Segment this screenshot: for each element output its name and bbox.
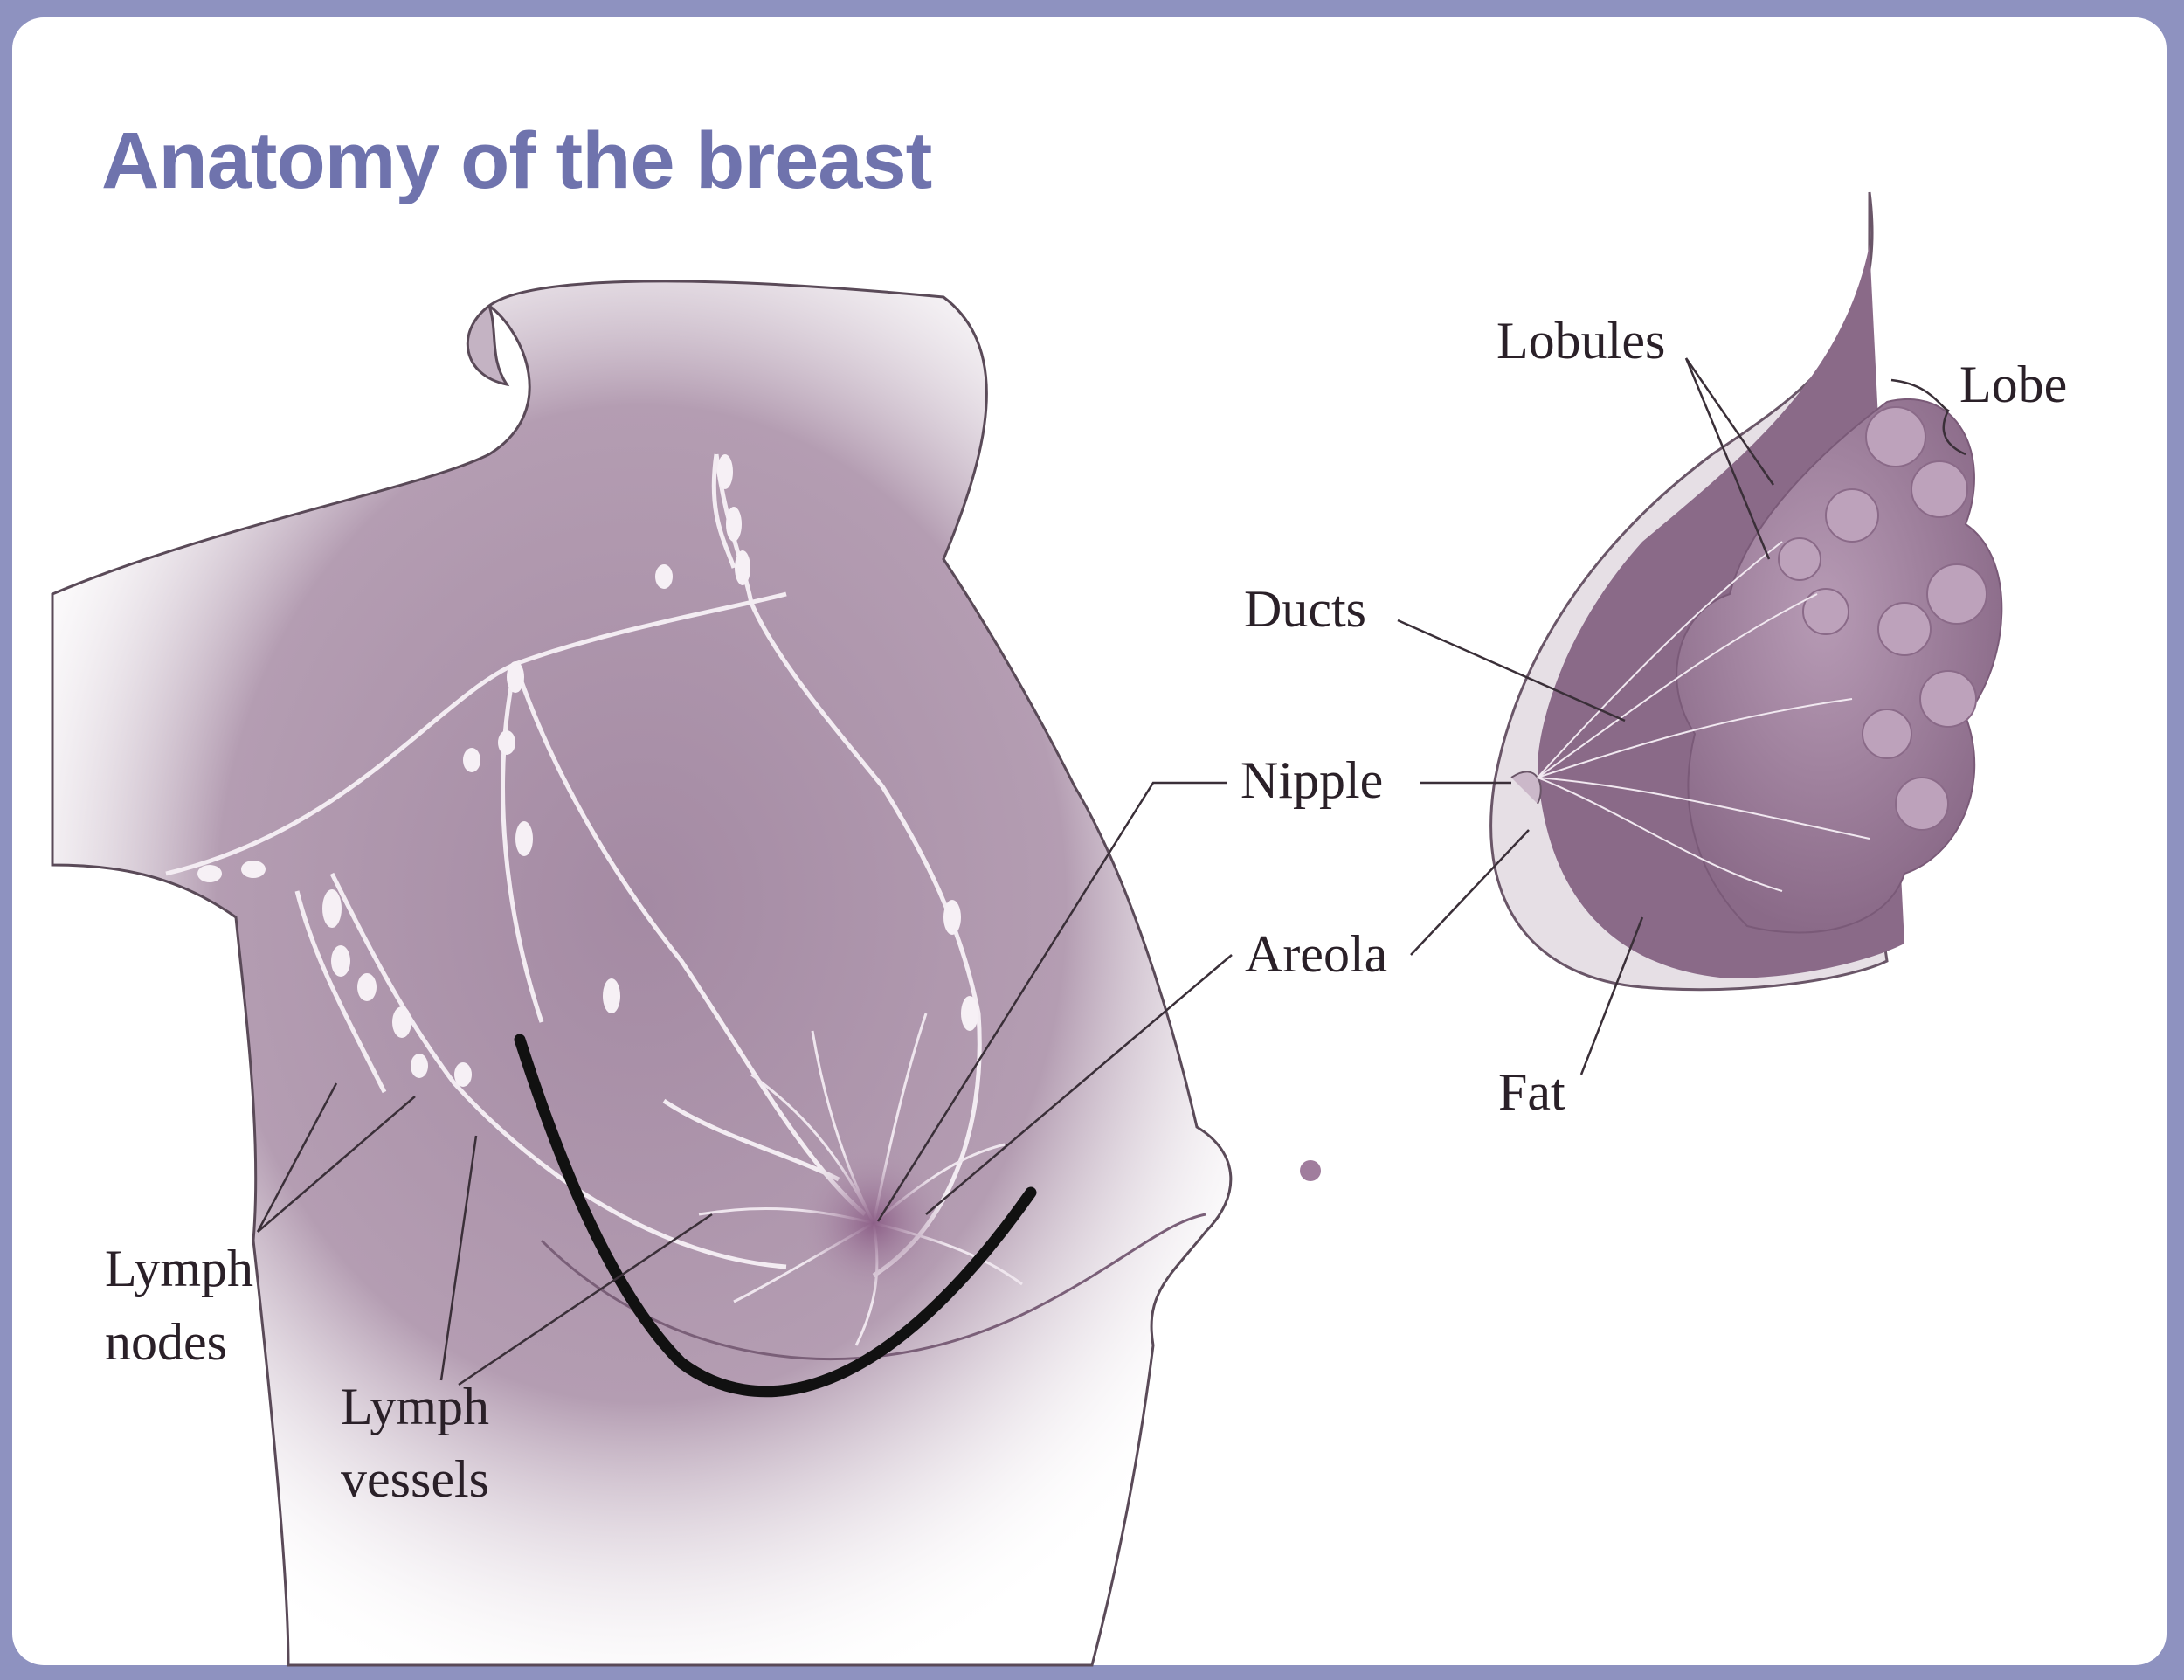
annotation-curve <box>514 1034 1037 1398</box>
label-lobules: Lobules <box>1496 312 1665 370</box>
lymph-vessels <box>165 453 982 1278</box>
page-title: Anatomy of the breast <box>101 116 932 205</box>
label-areola: Areola <box>1245 925 1387 983</box>
label-lymph-vessels-line1: Lymph <box>341 1378 489 1435</box>
lymph-nodes <box>197 454 978 1087</box>
label-nipple: Nipple <box>1241 751 1383 809</box>
areola-shape <box>795 1144 952 1302</box>
label-lobe: Lobe <box>1959 356 2067 413</box>
label-lymph-vessels-line2: vessels <box>341 1450 489 1508</box>
label-lymph-nodes-line1: Lymph <box>105 1240 253 1297</box>
label-ducts: Ducts <box>1244 580 1366 638</box>
label-fat: Fat <box>1498 1063 1565 1121</box>
breast-side-view <box>1489 191 2003 992</box>
label-lymph-nodes-line2: nodes <box>105 1313 227 1371</box>
torso-figure <box>51 280 1321 1667</box>
leader-lines <box>256 357 1966 1386</box>
